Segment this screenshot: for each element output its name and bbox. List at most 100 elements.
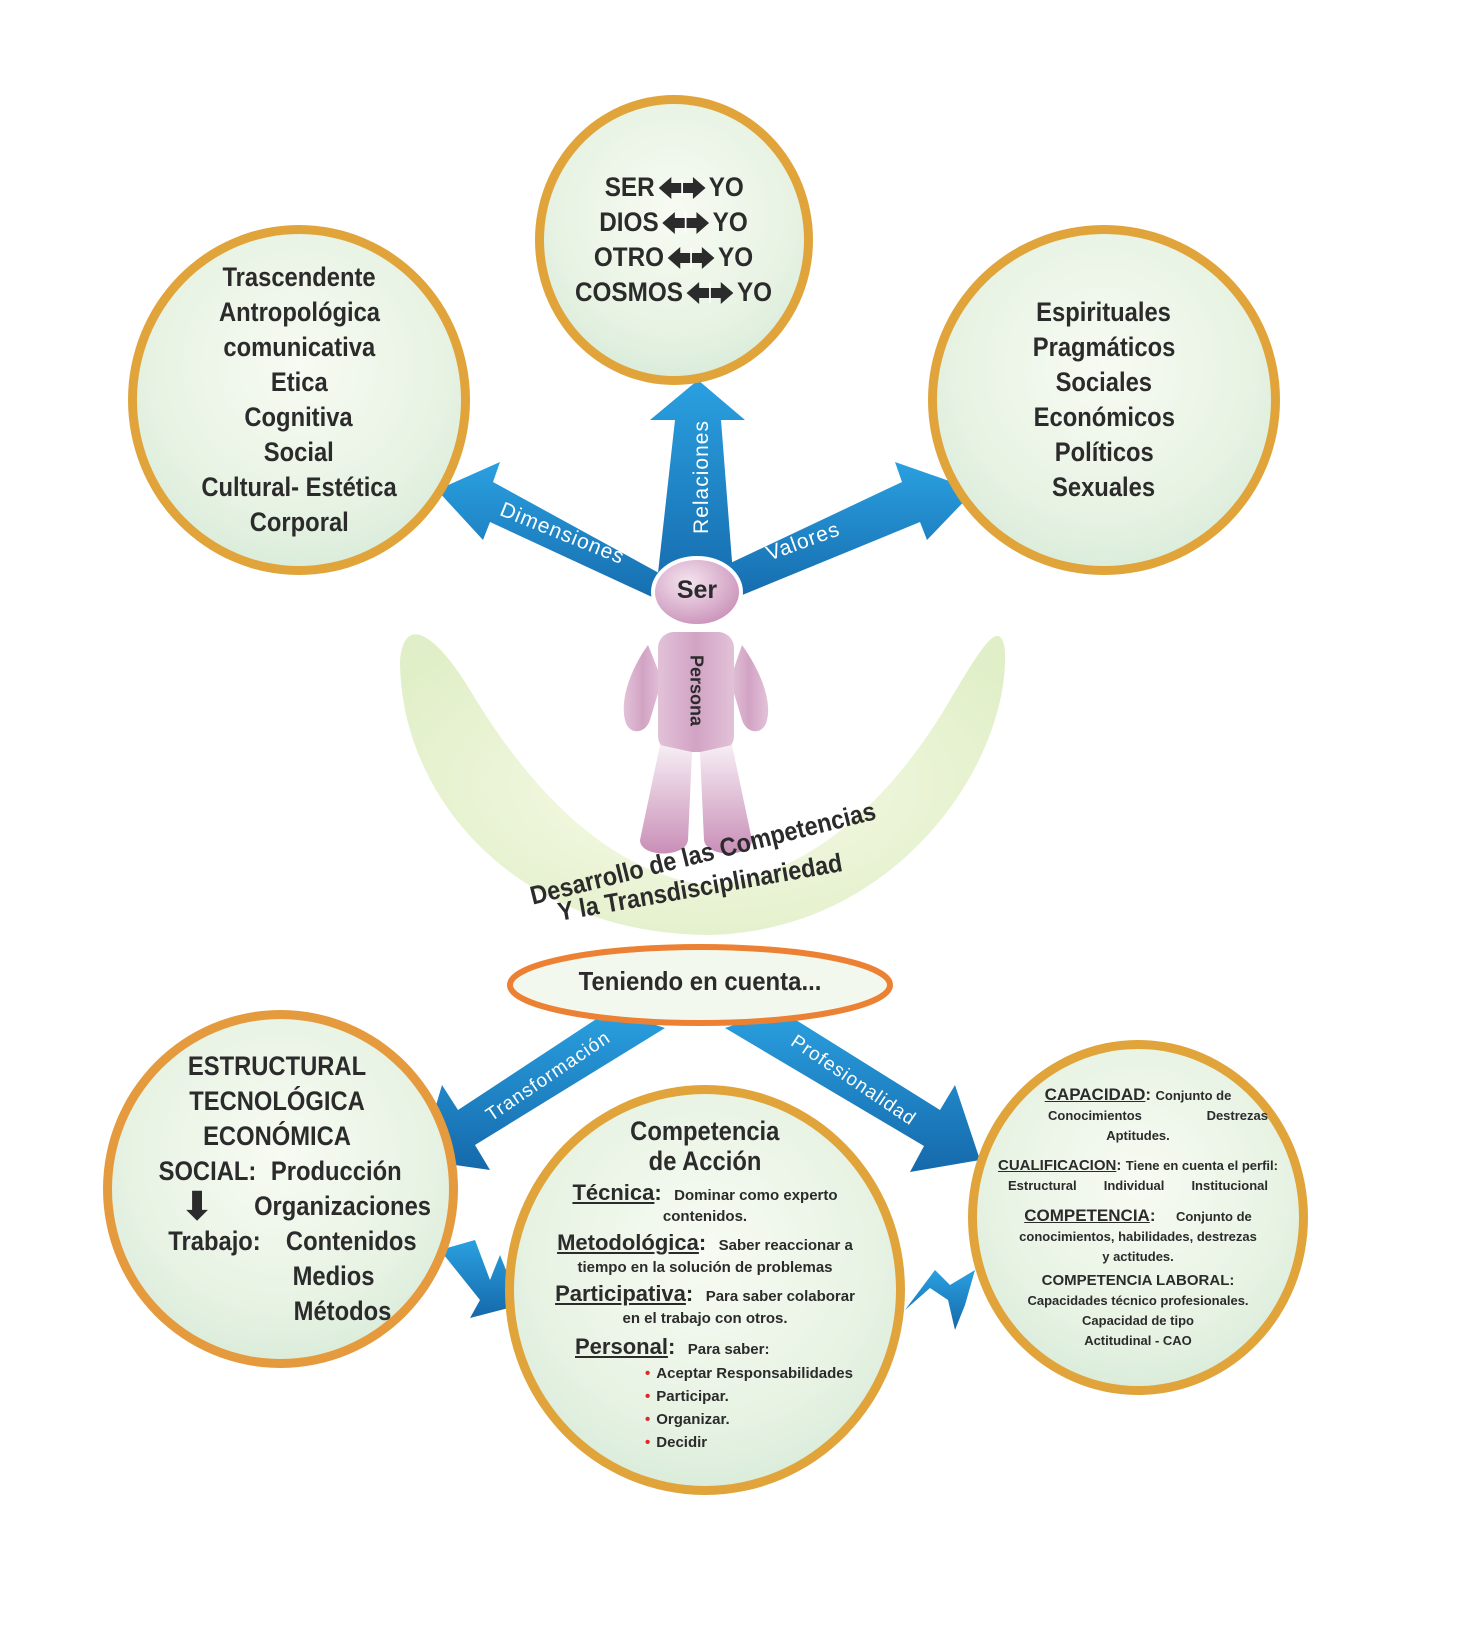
participativa-text-2: en el trabajo con otros. [622,1310,788,1327]
laboral-heading: COMPETENCIA LABORAL: [1041,1271,1235,1289]
cualificacion-block: CUALIFICACION: Tiene en cuenta el perfil… [998,1156,1278,1174]
double-arrow-icon [658,176,705,199]
dimension-item: Antropológica [218,297,380,327]
valor-item: Sociales [1055,367,1153,397]
personal-list: •Aceptar Responsabilidades •Participar. … [645,1362,865,1454]
capacidad-block: CAPACIDAD: Conjunto de [1044,1084,1232,1104]
valor-item: Espirituales [1036,297,1172,327]
competencia-def-heading: COMPETENCIA [1024,1205,1150,1225]
double-arrow-icon [687,281,734,304]
teniendo-oval [507,944,893,1026]
dimension-item: comunicativa [223,332,375,362]
spacer [152,1294,287,1329]
relacion-left: OTRO [594,242,665,272]
relacion-right: YO [708,172,744,202]
profesionalidad-circle: CAPACIDAD: Conjunto de Conocimientos Des… [968,1040,1308,1395]
spacer [152,1259,287,1294]
relacion-row: DIOS YO [600,205,749,240]
tecnologica-label: TECNOLÓGICA [189,1086,365,1116]
estructural-label: ESTRUCTURAL [187,1051,367,1081]
metodologica-block: Metodológica: Saber reaccionar a [557,1230,853,1255]
trabajo-item: Métodos [293,1296,392,1326]
dimension-item: Social [263,437,334,467]
cualificacion-word: Individual [1103,1177,1165,1193]
personal-item: • Decidir [645,1431,865,1454]
relacion-row: OTRO YO [594,240,753,275]
cualificacion-word: Estructural [1008,1177,1077,1193]
dimensiones-circle: Trascendente Antropológica comunicativa … [128,225,470,575]
down-arrow-icon: ⬇ [181,1185,213,1228]
right-small-arrow [905,1270,975,1330]
relaciones-arrow-label: Relaciones [689,420,713,534]
social-row: SOCIAL: Producción [152,1154,452,1189]
cualificacion-heading: CUALIFICACION [998,1156,1117,1174]
personal-item: •Organizar. [645,1408,865,1431]
persona-torso [658,632,734,752]
capacidad-heading: CAPACIDAD [1044,1084,1146,1104]
laboral-text: Capacidades técnico profesionales. [1027,1292,1249,1308]
capacidad-word: Aptitudes. [1106,1127,1170,1143]
persona-figure [623,556,769,854]
relaciones-arrow [650,380,745,600]
laboral-text: Actitudinal - CAO [1084,1332,1192,1348]
competencia-title: Competencia [630,1116,780,1146]
competencia-def-text: Conjunto de [1175,1208,1252,1224]
dimension-item: Cultural- Estética [201,472,397,502]
trabajo-label: Trabajo: [168,1226,261,1256]
participativa-text: Para saber colaborar [705,1288,855,1305]
relacion-left: SER [604,172,655,202]
valor-item: Políticos [1054,437,1154,467]
dimension-item: Trascendente [222,262,376,292]
capacidad-words: Conocimientos Destrezas [1048,1106,1268,1126]
persona-head [651,556,743,628]
metodologica-heading: Metodológica [557,1230,699,1255]
relacion-left: DIOS [599,207,660,237]
personal-item: •Participar. [645,1385,865,1408]
left-small-arrow [440,1240,520,1318]
cualificacion-text: Tiene en cuenta el perfil: [1125,1157,1278,1173]
teniendo-label: Teniendo en cuenta... [578,966,822,996]
double-arrow-icon [668,246,715,269]
dimensiones-arrow [437,462,690,610]
tecnica-text: Dominar como experto [674,1187,838,1204]
transformacion-circle: ESTRUCTURAL TECNOLÓGICA ECONÓMICA SOCIAL… [103,1010,458,1368]
persona-right-leg [700,745,752,854]
dimension-item: Etica [270,367,328,397]
personal-item-text: Decidir [656,1434,708,1451]
personal-text: Para saber: [687,1341,770,1358]
competencia-def-block: COMPETENCIA: Conjunto de [1024,1205,1252,1225]
double-arrow-icon [662,211,710,234]
participativa-heading: Participativa [555,1281,686,1306]
bullet-icon: • [645,1388,651,1405]
trabajo-item: Contenidos [285,1226,417,1256]
profesionalidad-arrow [725,1010,980,1172]
relacion-right: YO [737,277,773,307]
laboral-text: Capacidad de tipo [1082,1312,1194,1328]
trabajo-row: Medios [152,1259,452,1294]
relacion-right: YO [713,207,749,237]
valor-item: Sexuales [1052,472,1156,502]
capacidad-word: Destrezas [1206,1107,1268,1123]
competencias-arc [400,634,1006,935]
relacion-row: COSMOS YO [575,275,772,310]
persona-left-leg [640,745,692,854]
cualificacion-word: Institucional [1191,1177,1268,1193]
trabajo-item: Medios [292,1261,375,1291]
metodologica-text-2: tiempo en la solución de problemas [577,1259,833,1276]
bullet-icon: • [645,1434,651,1451]
competencia-title: de Acción [648,1146,762,1176]
transformacion-arrow [420,1010,665,1170]
trabajo-row: Métodos [152,1294,452,1329]
dimension-item: Corporal [249,507,349,537]
valor-item: Económicos [1033,402,1175,432]
valores-circle: Espirituales Pragmáticos Sociales Económ… [928,225,1280,575]
cualificacion-words: Estructural Individual Institucional [1008,1176,1268,1196]
bullet-icon: • [645,1365,651,1382]
personal-item-text: Organizar. [656,1411,730,1428]
persona-label: Persona [686,654,707,727]
relacion-row: SER YO [604,170,743,205]
social-label: SOCIAL: [158,1156,257,1186]
personal-item-text: Aceptar Responsabilidades [656,1365,853,1382]
